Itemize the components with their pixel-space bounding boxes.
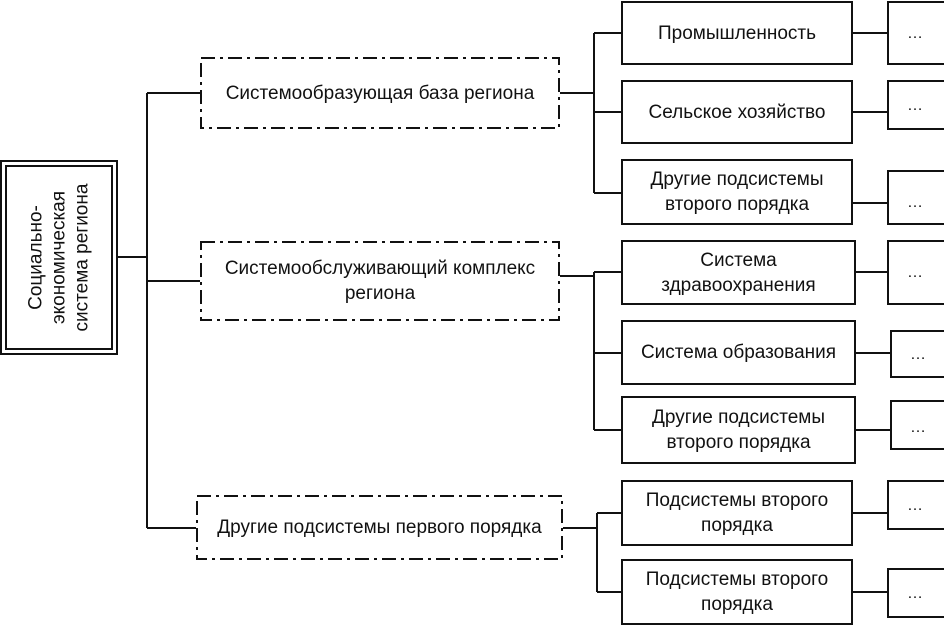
ellipsis-label: … [907,496,924,514]
level1-label: Другие подсистемы первого порядка [217,517,542,538]
level2-label: Другие подсистемы второго порядка [651,407,826,453]
level2-label: Система образования [640,342,837,363]
level2-node-3: Другие подсистемы второго порядка [621,159,853,225]
ellipsis-label: … [910,345,927,363]
level2-label: Другие подсистемы второго порядка [650,169,824,215]
level3-node-1: … [887,1,944,65]
level2-node-1: Промышленность [621,1,853,65]
level1-label: Системообслуживающий комплекс региона [224,258,536,304]
level1-node-2: Системообслуживающий комплекс региона [200,241,560,321]
root-line-3: система региона [71,183,93,332]
level3-node-4: … [887,240,944,305]
root-system-node: Социально- экономическая система региона [0,160,118,355]
level2-node-5: Система образования [621,320,856,385]
ellipsis-label: … [907,584,924,602]
level3-node-5: … [890,330,944,378]
level1-node-1: Системообразующая база региона [200,57,560,129]
level2-node-6: Другие подсистемы второго порядка [621,396,856,464]
level3-node-2: … [887,80,944,130]
level2-label: Подсистемы второго порядка [645,569,829,615]
level1-node-3: Другие подсистемы первого порядка [196,495,563,560]
root-line-1: Социально- [25,205,47,310]
level2-label: Промышленность [657,22,817,44]
root-line-2: экономическая [48,190,70,325]
root-label: Социально- экономическая система региона [25,184,94,332]
ellipsis-label: … [907,96,924,114]
level3-node-7: … [887,480,944,530]
level2-node-8: Подсистемы второго порядка [621,559,853,625]
level3-node-6: … [890,400,944,450]
ellipsis-label: … [907,194,924,211]
ellipsis-label: … [910,419,927,436]
ellipsis-label: … [907,24,924,42]
level2-label: Система здравоохранения [661,249,816,296]
level3-node-8: … [887,568,944,618]
level2-label: Сельское хозяйство [648,101,826,123]
level2-node-2: Сельское хозяйство [621,80,853,144]
level2-label: Подсистемы второго порядка [645,490,829,536]
level3-node-3: … [887,170,944,225]
level2-node-7: Подсистемы второго порядка [621,480,853,546]
ellipsis-label: … [907,264,924,281]
level1-label: Системообразующая база региона [225,82,535,104]
root-inner-frame: Социально- экономическая система региона [5,165,113,350]
level2-node-4: Система здравоохранения [621,240,856,305]
